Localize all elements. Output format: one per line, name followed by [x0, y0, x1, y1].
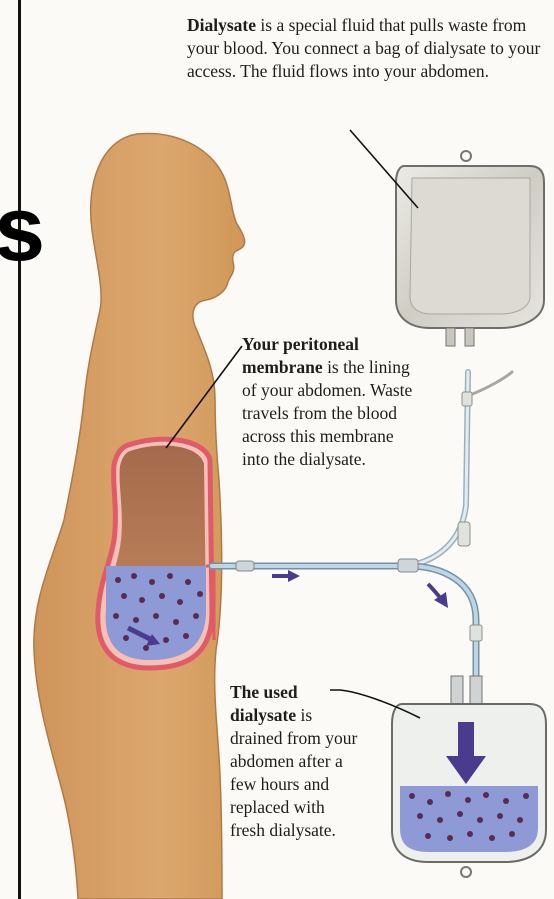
flow-arrows — [272, 570, 448, 608]
abdominal-cavity — [98, 439, 214, 668]
fresh-dialysate-bag — [396, 151, 544, 346]
caption-peritoneal-membrane: Your peritoneal membrane is the lining o… — [242, 333, 414, 471]
caption-used-dialysate: The used dialysate is drained from your … — [230, 681, 364, 842]
caption-dialysate: Dialysate is a special fluid that pulls … — [187, 14, 547, 83]
drain-bag — [392, 676, 546, 877]
